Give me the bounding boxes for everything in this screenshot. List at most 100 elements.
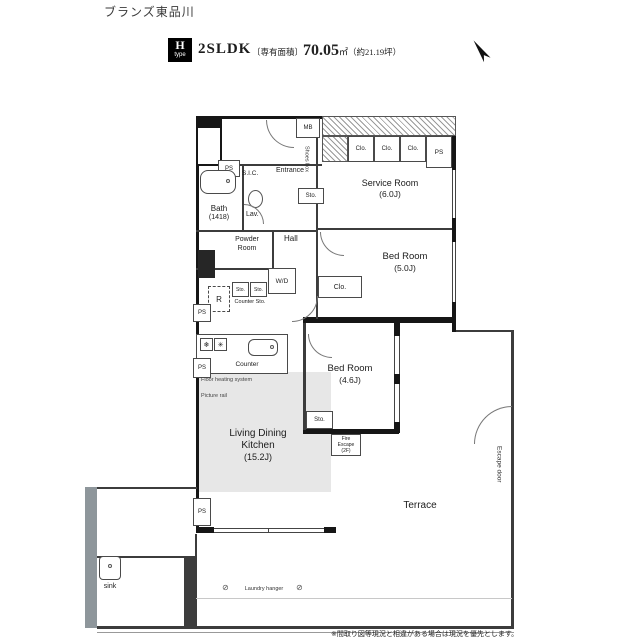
mb-label: MB	[303, 125, 313, 131]
ldk-window-mullion	[268, 528, 269, 533]
water-heater-icon	[198, 250, 215, 278]
escape-door-label: Escape door	[495, 446, 503, 483]
escape-door-arc	[474, 406, 512, 444]
utility-shaft	[196, 116, 222, 166]
type-badge: H type	[168, 38, 192, 62]
bed46-window-1	[394, 336, 400, 374]
service-window	[452, 170, 456, 218]
bed46-window-2	[394, 384, 400, 422]
shoes-box-label: Shoes box	[303, 146, 310, 172]
partition-powder-top	[196, 230, 318, 232]
closet-3: Clo.	[400, 136, 426, 162]
type-badge-sub: type	[174, 52, 186, 58]
type-badge-letter: H	[175, 38, 185, 52]
bed5-window	[452, 242, 456, 302]
wall-bed46-bottom	[303, 429, 399, 434]
wall-bed46-right	[394, 323, 400, 433]
bathtub-drain-icon	[226, 179, 230, 183]
partition-service-bottom	[318, 228, 452, 230]
partition-powder-right	[272, 230, 274, 270]
kitchen-faucet-icon	[270, 345, 274, 349]
ldk-label-2: Kitchen	[241, 440, 275, 451]
balcony-top-line	[97, 487, 197, 489]
sic-label: S.I.C.	[242, 170, 259, 177]
storage-label: Sto.	[305, 193, 317, 199]
washer-dryer-label: W/D	[275, 277, 289, 285]
ps-box-left-1: PS	[193, 304, 211, 322]
ps-box-left-3: PS	[193, 498, 211, 526]
wall-top	[222, 116, 322, 119]
hall-label: Hall	[284, 234, 298, 243]
terrace-bottom-railing	[97, 626, 514, 629]
area-prefix: 〔専有面積〕	[252, 47, 304, 57]
closet-label: Clo.	[381, 146, 393, 152]
ldk-window	[214, 528, 324, 533]
kitchen-sink-icon	[248, 339, 278, 356]
ps-label: PS	[197, 310, 206, 316]
closet-label: Clo.	[355, 146, 367, 152]
ps-box-left-2: PS	[193, 358, 211, 378]
floor-heating-label: Floor heating system	[201, 377, 253, 383]
ps-label: PS	[197, 509, 206, 515]
refrigerator-label: R	[216, 294, 222, 304]
picture-rail-label: Picture rail	[201, 393, 227, 399]
ps-label: PS	[224, 165, 233, 172]
slop-sink-drain-icon	[108, 564, 112, 568]
closet-1: Clo.	[348, 136, 374, 162]
bedroom46-door-arc	[308, 334, 332, 358]
fridge-glyph: ❄	[203, 341, 210, 349]
area-value: 70.05	[303, 42, 340, 59]
wall-ldk-bottom-left	[196, 527, 214, 533]
service-room-label: Service Room	[361, 178, 419, 188]
service-room-size: (6.0J)	[379, 189, 401, 199]
ldk-size: (15.2J)	[243, 452, 272, 462]
ps-label: PS	[434, 148, 444, 156]
washer-dryer-box: W/D	[268, 268, 296, 294]
terrace-right-railing	[511, 330, 514, 628]
bath-label: Bath	[210, 204, 228, 213]
counter-label: Counter	[235, 361, 259, 368]
powder-room-label-1: Powder	[235, 236, 259, 243]
laundry-hanger-icon-right: ⊘	[296, 583, 303, 592]
ps-label: PS	[197, 365, 206, 371]
entrance-door-arc	[266, 120, 294, 148]
bath-door-arc	[244, 204, 264, 224]
stove-glyph: ✳	[217, 341, 224, 349]
utility-shaft-fill	[198, 118, 220, 128]
fire-escape-label-1: Fire	[341, 436, 351, 442]
storage-label: Sto.	[314, 417, 325, 423]
powder-room-label-2: Room	[237, 245, 257, 252]
laundry-hanger-icon-left: ⊘	[222, 583, 229, 592]
fire-escape-label-3: (2F)	[341, 448, 351, 454]
wall-ldk-bottom-right	[324, 527, 336, 533]
bedroom5-door-arc	[320, 232, 344, 256]
closet-label: Clo.	[407, 146, 419, 152]
brand-title: ブランズ東品川	[104, 5, 195, 19]
refrigerator-space: R	[208, 286, 230, 312]
partition-powder-bottom	[196, 268, 274, 270]
bedroom46-size: (4.6J)	[339, 375, 361, 385]
ps-box-top-right: PS	[426, 136, 452, 168]
partition-bath-right	[242, 166, 244, 232]
stove-icon: ✳	[214, 338, 227, 351]
mb-box: MB	[296, 118, 320, 138]
compass-icon	[460, 30, 502, 72]
bedroom5-label: Bed Room	[382, 251, 428, 262]
terrace-label: Terrace	[403, 500, 437, 511]
bathtub-icon	[200, 170, 236, 194]
storage-bed46: Sto.	[306, 411, 333, 429]
fire-escape-hatch: Fire Escape (2F)	[331, 434, 361, 456]
storage-2: Sto.	[250, 282, 267, 297]
partition-hall-right	[316, 136, 318, 319]
slop-sink-icon	[99, 556, 121, 580]
storage-entrance: Sto.	[298, 188, 324, 204]
bedroom46-label: Bed Room	[327, 363, 373, 374]
closet-label: Clo.	[333, 283, 347, 291]
partition-entry	[196, 164, 322, 166]
wall-right-upper	[452, 116, 456, 332]
terrace-bottom-railing-outer	[97, 632, 514, 633]
footer-note: ※間取り図等現況と相違がある場合は現況を優先とします。	[331, 631, 519, 638]
area-text: 〔専有面積〕 70.05 ㎡ （約21.19坪）	[252, 42, 401, 60]
area-unit: ㎡	[339, 47, 349, 57]
storage-label: Sto.	[236, 286, 245, 293]
